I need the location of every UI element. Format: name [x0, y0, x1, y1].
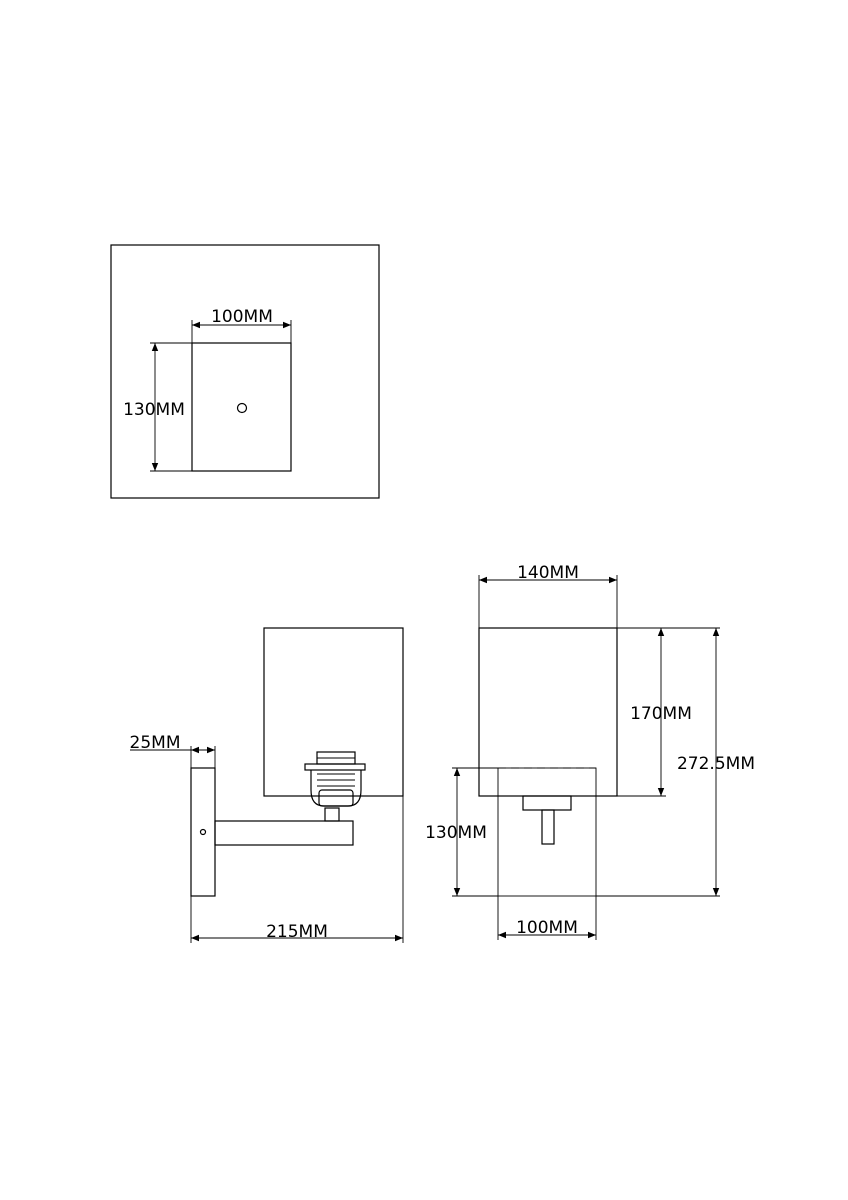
side-wall-plate — [190, 767, 216, 897]
depth-label: 25MM — [130, 733, 181, 753]
front-holder-stem — [541, 809, 555, 845]
side-screw-icon — [199, 828, 207, 836]
front-holder-base — [522, 795, 572, 811]
shade-height-label: 170MM — [630, 704, 692, 724]
top-view: 100MM 130MM — [110, 244, 380, 499]
total-height-label: 272.5MM — [677, 754, 755, 774]
length-label: 215MM — [266, 922, 328, 942]
shade-width-label: 140MM — [517, 563, 579, 583]
plate-width-label: 100MM — [516, 918, 578, 938]
wall-plate-outline — [191, 342, 292, 472]
lamp-holder-icon — [304, 751, 366, 807]
side-arm-riser — [324, 807, 340, 822]
front-view: 140MM 170MM 272.5MM 130MM 100MM — [425, 563, 755, 940]
mounting-hole-icon — [236, 402, 248, 414]
front-wall-plate-hidden — [497, 767, 597, 897]
side-shade — [263, 627, 404, 797]
top-width-label: 100MM — [211, 307, 273, 327]
top-height-label: 130MM — [123, 400, 185, 420]
side-view: 25MM 215MM — [130, 627, 404, 943]
top-view-frame — [110, 244, 380, 499]
plate-height-label: 130MM — [425, 823, 487, 843]
side-arm — [214, 820, 354, 846]
